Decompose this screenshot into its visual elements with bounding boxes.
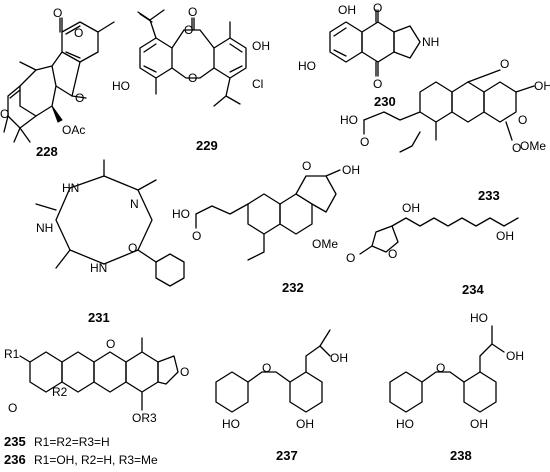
atom-label: O [373,1,382,15]
atom-label: HO [396,417,414,431]
structure-232: O OH HO O OMe 232 [172,159,360,295]
structure-231: HN N NH O HN 231 [35,159,185,325]
compound-id-235: 235 [4,434,26,449]
atom-label: O [346,251,355,265]
structure-237: OH O HO OH 237 [215,329,348,463]
structure-235-236: R1 O O O R2 OR3 235 R1=R2=R3=H 236 R1=OH… [4,337,189,467]
compound-id-237: 237 [276,448,298,463]
compound-id-238: 238 [450,448,472,463]
atom-label: O [8,401,17,415]
atom-label: OH [338,3,356,17]
atom-label: HO [470,311,488,325]
structure-233: OH O O HO O O OMe 233 [340,57,550,203]
atom-label: O [74,26,83,40]
atom-label: OH [342,163,360,177]
atom-label: OH [496,229,514,243]
compound-id-236: 236 [4,452,26,467]
atom-label: O [53,6,62,20]
compound-id-231: 231 [88,310,110,325]
atom-label: O [388,247,397,261]
compound-id-229: 229 [196,138,218,153]
atom-label: HO [222,417,240,431]
atom-label: OH [330,351,348,365]
compound-id-228: 228 [36,144,58,159]
atom-label: NH [36,221,53,235]
atom-label: N [130,197,139,211]
atom-label: R2 [52,385,68,399]
atom-label: O [180,365,189,379]
atom-label: HN [90,261,107,275]
atom-label: O [360,135,369,149]
compound-id-232: 232 [282,280,304,295]
atom-label: O [128,241,137,255]
atom-label: O [436,361,445,375]
atom-label: O [262,361,271,375]
structure-238: HO OH O HO OH 238 [389,311,524,463]
atom-label: Cl [252,77,263,91]
atom-label: OH [402,201,420,215]
structure-230: OH O O HO NH 230 [298,1,439,109]
atom-label: O [75,91,84,105]
structure-234: OH O O OH 234 [346,201,519,297]
atom-label: OH [252,39,270,53]
atom-label: HN [62,181,79,195]
atom-label: O [184,23,193,37]
atom-label: OH [470,417,488,431]
atom-label: O [192,229,201,243]
atom-label: NH [422,35,439,49]
atom-label: O [512,141,521,155]
atom-label: O [518,113,527,127]
atom-label: O [188,5,197,19]
atom-label: O [0,107,9,121]
atom-label: R1 [4,347,20,361]
atom-label: OR3 [132,411,157,425]
atom-label: OAc [62,123,85,137]
structure-229: O O O OH HO Cl 229 [112,5,270,153]
atom-label: OMe [312,237,338,251]
atom-label: O [188,71,197,85]
atom-label: HO [340,113,358,127]
atom-label: O [500,57,509,71]
atom-label: OH [506,349,524,363]
atom-label: O [106,337,115,351]
compound-id-234: 234 [462,282,484,297]
compound-id-230: 230 [374,94,396,109]
atom-label: O [373,77,382,91]
atom-label: OH [534,79,550,93]
atom-label: HO [112,79,130,93]
substituents-235: R1=R2=R3=H [34,435,110,449]
atom-label: HO [298,59,316,73]
atom-label: HO [172,207,190,221]
atom-label: OMe [520,139,546,153]
substituents-236: R1=OH, R2=H, R3=Me [34,453,158,467]
structure-228: O O O O OAc 228 [0,6,115,159]
atom-label: O [302,159,311,173]
compound-id-233: 233 [478,188,500,203]
atom-label: OH [296,417,314,431]
